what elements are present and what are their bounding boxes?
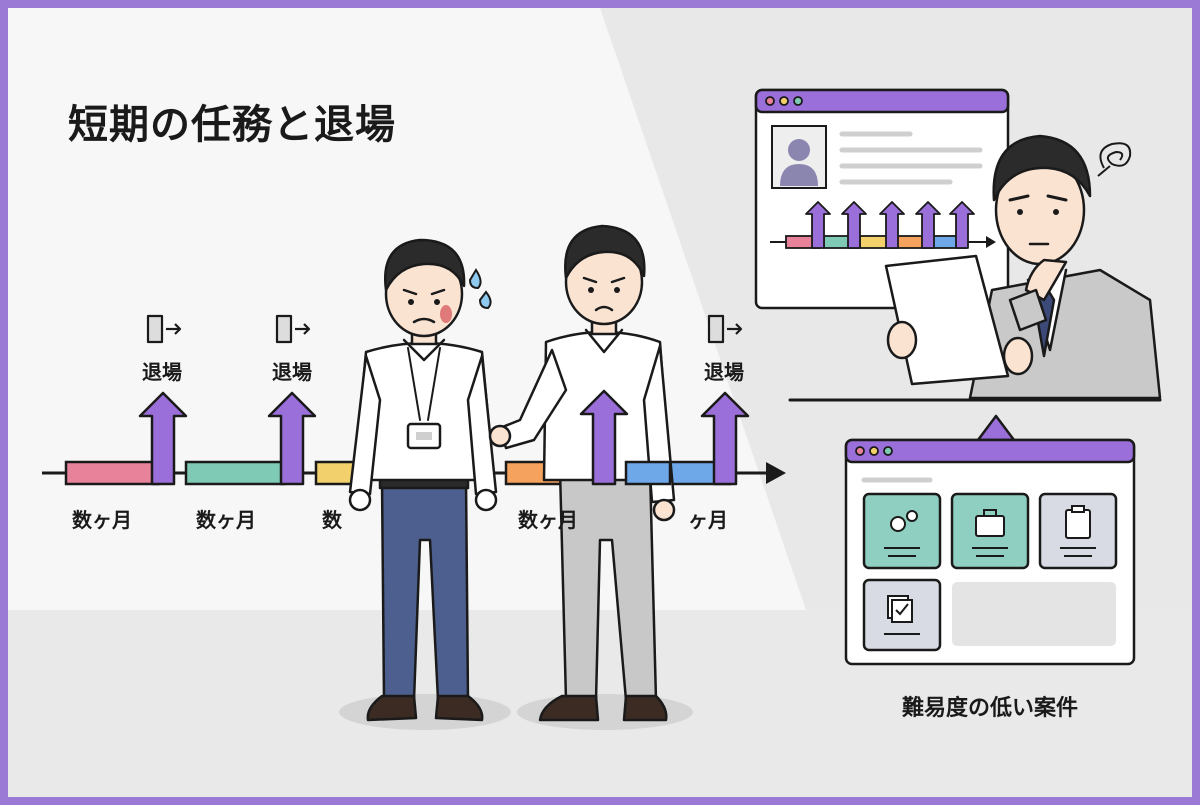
task-caption: 難易度の低い案件 bbox=[901, 696, 1078, 721]
task-window bbox=[844, 414, 1136, 666]
task-card-gear bbox=[862, 492, 942, 570]
task-card-clipboard bbox=[1038, 492, 1118, 570]
exit-label: 退場 bbox=[142, 360, 182, 384]
worker-left bbox=[339, 238, 511, 730]
exit-door-icon bbox=[707, 314, 743, 344]
task-card-checklist bbox=[862, 578, 942, 652]
exit-door-icon bbox=[146, 314, 182, 344]
timeline-segment-3 bbox=[314, 460, 358, 486]
timeline-arrowhead bbox=[766, 462, 786, 484]
exit-label: 退場 bbox=[272, 360, 312, 384]
exit-arrow-2 bbox=[267, 391, 317, 486]
exit-arrow-4 bbox=[700, 391, 750, 486]
duration-label: 数ヶ月 bbox=[72, 508, 132, 532]
task-card-placeholder bbox=[952, 582, 1116, 646]
exit-label: 退場 bbox=[704, 360, 744, 384]
exit-arrow-3-front bbox=[579, 389, 629, 486]
duration-label-partial: ヶ月 bbox=[688, 508, 728, 532]
task-card-briefcase bbox=[950, 492, 1030, 570]
profile-window bbox=[754, 88, 1010, 310]
briefcase-icon bbox=[975, 509, 1005, 537]
page-title: 短期の任務と退場 bbox=[68, 102, 396, 148]
manager bbox=[788, 134, 1162, 402]
exit-door-icon bbox=[275, 314, 311, 344]
window-dots-icon bbox=[855, 446, 893, 456]
scribble-icon bbox=[1097, 142, 1132, 177]
duration-label: 数ヶ月 bbox=[518, 508, 578, 532]
duration-label-partial: 数 bbox=[322, 508, 342, 532]
exit-arrow-1 bbox=[138, 391, 188, 486]
checklist-icon bbox=[887, 595, 913, 623]
clipboard-icon bbox=[1065, 505, 1091, 539]
person-icon bbox=[780, 139, 818, 186]
timeline-segment-5-front bbox=[624, 460, 672, 486]
timeline-segment-1 bbox=[64, 460, 160, 486]
window-dots-icon bbox=[765, 96, 803, 106]
duration-label: 数ヶ月 bbox=[196, 508, 256, 532]
timeline-segment-2 bbox=[184, 460, 286, 486]
gear-icon bbox=[890, 510, 918, 532]
